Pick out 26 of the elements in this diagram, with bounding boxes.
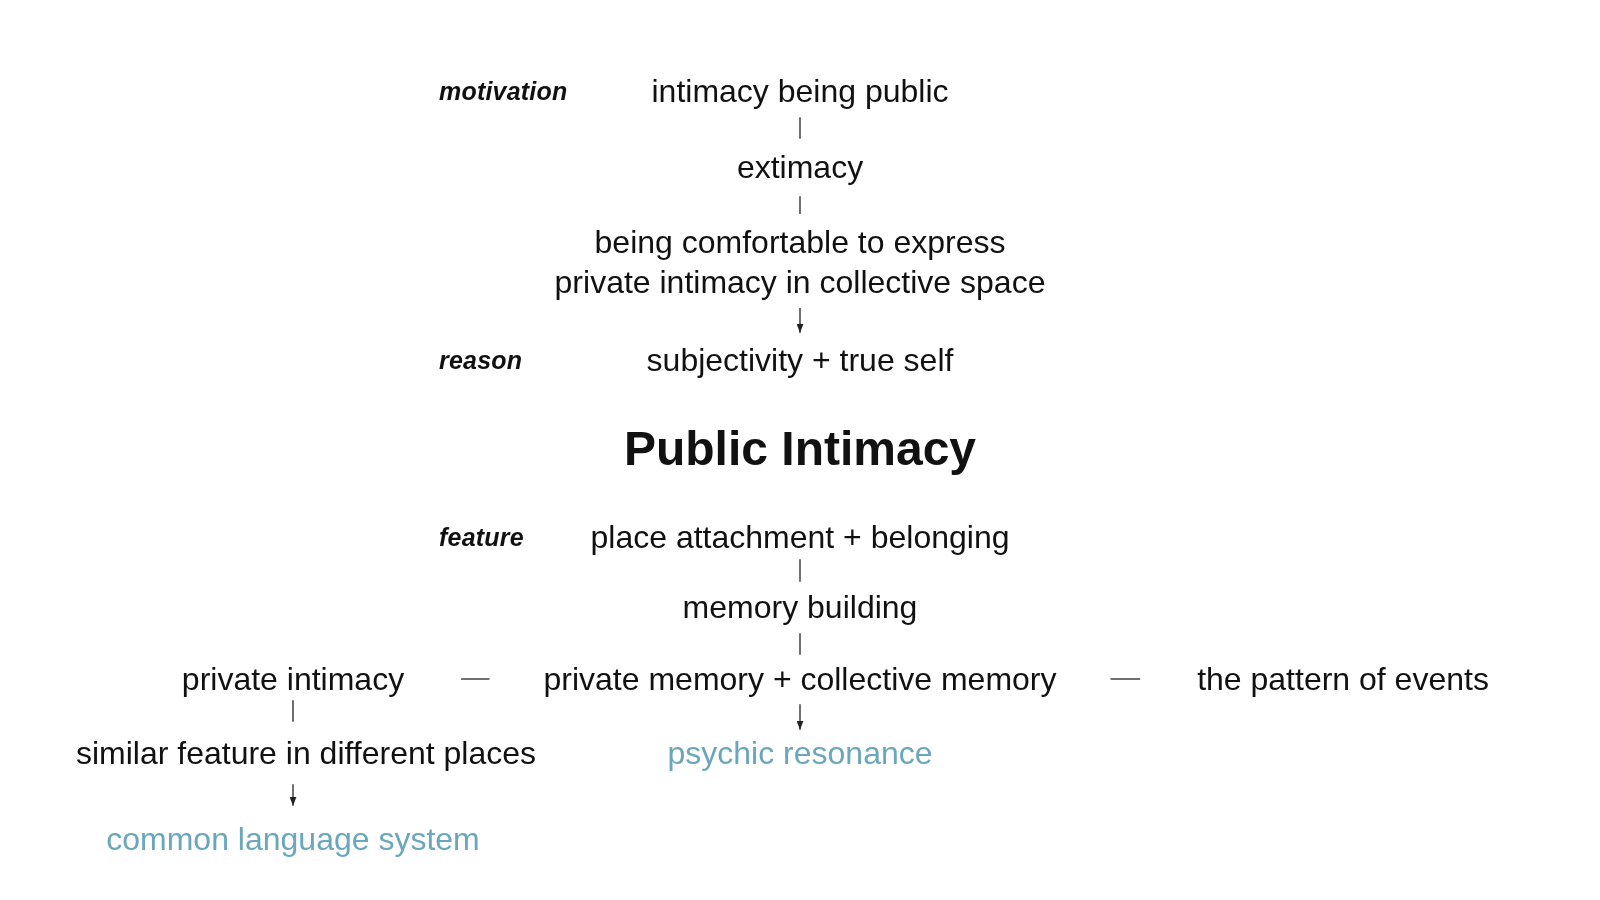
- section-label: reason: [439, 345, 523, 375]
- concept-text: extimacy: [736, 147, 864, 187]
- connector-line: [799, 632, 801, 656]
- concept-text: memory building: [682, 587, 918, 627]
- arrow: [796, 307, 804, 334]
- connector-line: [799, 558, 801, 583]
- concept-text: intimacy being public: [651, 71, 949, 111]
- section-label: motivation: [439, 76, 568, 106]
- connector-line: [292, 699, 294, 723]
- section-label: feature: [439, 522, 524, 552]
- concept-text: similar feature in different places: [75, 733, 537, 773]
- arrow: [289, 783, 297, 807]
- concept-text: psychic resonance: [667, 733, 933, 773]
- connector-line: [1109, 678, 1141, 680]
- arrow: [796, 703, 804, 731]
- diagram-title: Public Intimacy: [623, 421, 977, 477]
- concept-text: subjectivity + true self: [646, 340, 954, 380]
- connector-line: [460, 678, 491, 680]
- concept-text: the pattern of events: [1197, 659, 1489, 699]
- concept-text: place attachment + belonging: [590, 517, 1010, 557]
- concept-text: being comfortable to express private intimacy in collective space: [550, 222, 1050, 302]
- connector-line: [799, 195, 801, 215]
- concept-text: private memory + collective memory: [543, 659, 1057, 699]
- concept-text: private intimacy: [181, 659, 405, 699]
- concept-text: common language system: [106, 819, 480, 859]
- connector-line: [799, 116, 801, 140]
